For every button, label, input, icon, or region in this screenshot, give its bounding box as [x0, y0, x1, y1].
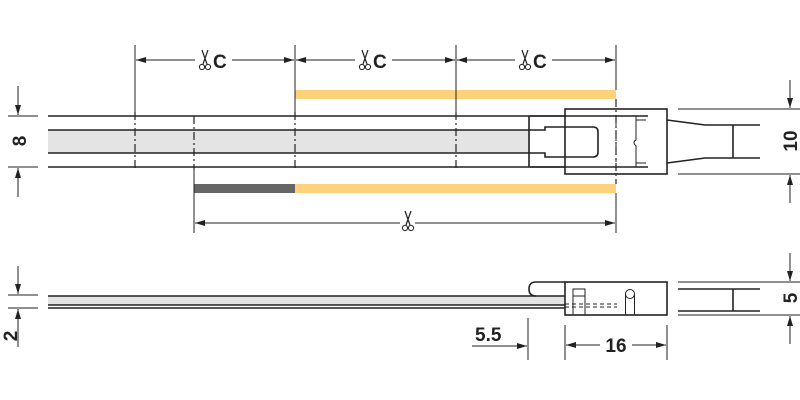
strip-body: [48, 130, 530, 153]
cut-label: C: [373, 52, 387, 73]
overlap-label: 5.5: [475, 325, 502, 346]
scissors-icon: [358, 49, 372, 71]
connector-top: [528, 108, 760, 175]
connector-width-label: 10: [781, 130, 800, 151]
connector-length-label: 16: [605, 336, 626, 357]
cut-label: C: [533, 52, 547, 73]
scissors-icon: [518, 49, 532, 71]
strip-height-label: 2: [1, 331, 22, 342]
strip-width-label: 8: [10, 136, 31, 147]
connector-side: [528, 281, 760, 316]
scissors-icon: [198, 49, 212, 71]
led-bar-bottom: [295, 184, 616, 193]
cut-label: C: [213, 52, 227, 73]
led-bar-grey: [194, 184, 295, 193]
side-view: 2 5 5.5 16: [1, 253, 800, 360]
connector-height-label: 5: [781, 292, 800, 303]
top-view: C C C 8 10: [8, 45, 800, 233]
scissors-icon: [401, 210, 415, 232]
